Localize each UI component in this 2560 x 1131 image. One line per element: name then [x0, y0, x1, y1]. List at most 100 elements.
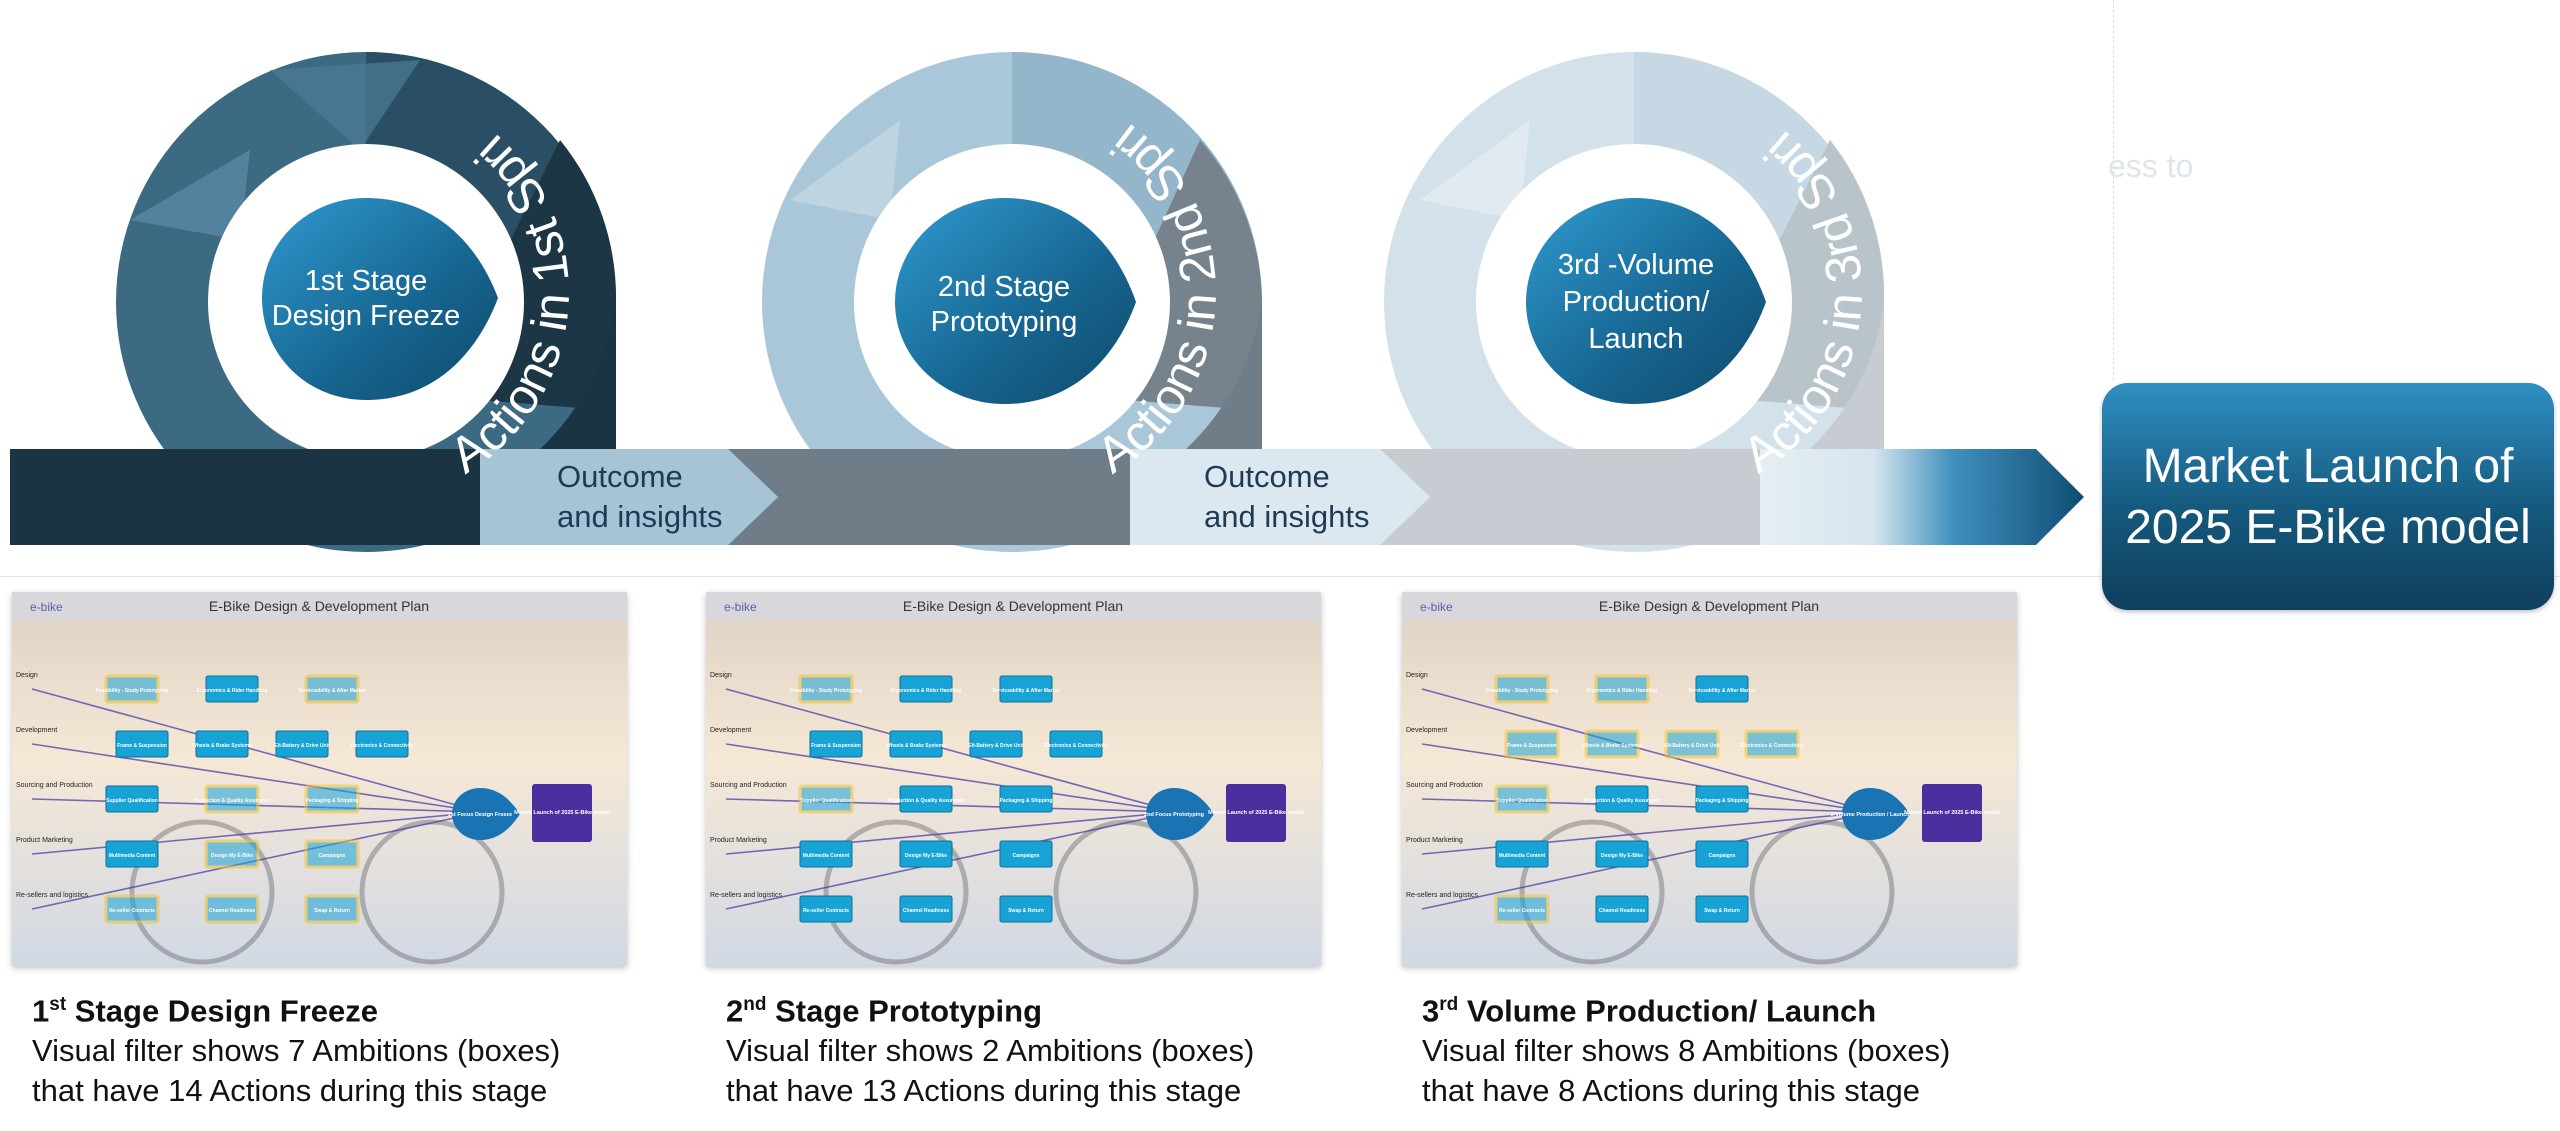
thumb-box: Swap & Return: [304, 894, 360, 924]
stage1-caption-title: 1st Stage Design Freeze: [32, 993, 378, 1029]
svg-text:Feasibility - Study Prototypin: Feasibility - Study Prototyping: [96, 688, 168, 694]
svg-text:Ergonomics & Rider Handling: Ergonomics & Rider Handling: [197, 688, 268, 694]
stage1-center-line1: 1st Stage: [305, 265, 428, 297]
thumb-header: [1402, 592, 2017, 620]
separator-line: [0, 576, 2560, 577]
thumb-market-box: [532, 784, 592, 842]
thumb-box: Swap & Return: [1695, 895, 1749, 923]
bike-wheel: [129, 819, 275, 965]
thumb-connector: [725, 743, 1177, 813]
thumb-box: Re-seller Contracts: [799, 895, 853, 923]
stage3-caption-line1: Visual filter shows 8 Ambitions (boxes): [1422, 1033, 1951, 1069]
thumb-box: Elt-Battery & Drive Unit: [274, 730, 330, 758]
thumb-box: Supplier Qualification: [105, 785, 159, 813]
thumb-row-label: Sourcing and Production: [16, 782, 93, 789]
svg-text:Feasibility - Study Prototypin: Feasibility - Study Prototyping: [1486, 688, 1558, 694]
thumb-market-box: [1226, 784, 1286, 842]
thumb-box: Wheels & Brake Systems: [886, 730, 946, 758]
thumb-row-label: Sourcing and Production: [710, 782, 787, 789]
thumb-box: Ergonomics & Rider Handling: [197, 675, 268, 703]
thumb-box: Feasibility - Study Prototyping: [96, 674, 168, 704]
thumb-box: Campaigns: [304, 839, 360, 869]
dashed-guide-line: [2113, 0, 2114, 380]
svg-text:Ergonomics & Rider Handling: Ergonomics & Rider Handling: [891, 688, 962, 694]
svg-text:Production & Quality Assurance: Production & Quality Assurance: [194, 798, 271, 804]
thumb-box: Swap & Return: [999, 895, 1053, 923]
outcome1-line2: and insights: [557, 499, 722, 534]
svg-text:Electronics & Connectivity: Electronics & Connectivity: [350, 743, 414, 749]
stage2-center-line2: Prototyping: [931, 306, 1078, 338]
svg-text:Production & Quality Assurance: Production & Quality Assurance: [888, 798, 965, 804]
thumb-connector: [31, 743, 483, 813]
outcome2-line1: Outcome: [1204, 459, 1330, 494]
stage1-caption-line1: Visual filter shows 7 Ambitions (boxes): [32, 1033, 561, 1069]
svg-text:Serviceability & After Market: Serviceability & After Market: [1688, 688, 1756, 694]
thumb-box: Multimedia Content: [105, 840, 159, 868]
thumb-market-label: Market Launch of 2025 E-Bike model: [514, 810, 610, 816]
svg-text:Multimedia Content: Multimedia Content: [1499, 853, 1546, 859]
svg-text:Elt-Battery & Drive Unit: Elt-Battery & Drive Unit: [968, 743, 1024, 749]
outcome1-line1: Outcome: [557, 459, 683, 494]
thumb-box: Packaging & Shipping: [1695, 785, 1749, 813]
svg-text:Campaigns: Campaigns: [1013, 853, 1040, 859]
svg-text:Electronics & Connectivity: Electronics & Connectivity: [1044, 743, 1108, 749]
thumb-market-box: [1922, 784, 1982, 842]
svg-text:Channel Readiness: Channel Readiness: [209, 908, 255, 914]
thumb-box: Serviceability & After Market: [1688, 675, 1756, 703]
thumb-box: Re-seller Contracts: [104, 894, 160, 924]
stage2-drop-shape: [895, 198, 1136, 404]
stage2-center-line1: 2nd Stage: [938, 271, 1070, 303]
thumb-box: Production & Quality Assurance: [888, 785, 965, 813]
thumb-focus-label: 1st Focus Design Freeze: [448, 812, 513, 818]
svg-text:Serviceability & After Market: Serviceability & After Market: [298, 688, 366, 694]
thumb-connector: [1421, 743, 1873, 813]
svg-text:Ergonomics & Rider Handling: Ergonomics & Rider Handling: [1587, 688, 1658, 694]
thumb-focus-drop: [452, 788, 520, 840]
thumb-box: Multimedia Content: [1495, 840, 1549, 868]
thumb-title: E-Bike Design & Development Plan: [903, 598, 1123, 614]
thumb-box: Channel Readiness: [204, 894, 260, 924]
bike-wheel: [1519, 819, 1665, 965]
thumb-box: Elt-Battery & Drive Unit: [1664, 729, 1720, 759]
stage2-caption-title: 2nd Stage Prototyping: [726, 993, 1043, 1029]
stage3-caption: 3rd Volume Production/ Launch Visual fil…: [1422, 985, 2062, 1111]
thumb-box: Re-seller Contracts: [1494, 894, 1550, 924]
outcome2-line2: and insights: [1204, 499, 1369, 534]
svg-text:Swap & Return: Swap & Return: [314, 908, 350, 914]
svg-text:Packaging & Shipping: Packaging & Shipping: [1696, 798, 1749, 804]
thumb-box: Campaigns: [1695, 840, 1749, 868]
thumb-row-label: Re-sellers and logistics: [16, 892, 88, 899]
stage3-cycle: [1384, 52, 1885, 552]
thumb-row-label: Product Marketing: [16, 837, 73, 844]
thumb-box: Channel Readiness: [899, 895, 953, 923]
svg-text:Campaigns: Campaigns: [319, 853, 346, 859]
svg-text:Serviceability & After Market: Serviceability & After Market: [992, 688, 1060, 694]
thumb-logo: e-bike: [30, 600, 63, 614]
thumb-row-label: Re-sellers and logistics: [1406, 892, 1478, 899]
market-launch-label: Market Launch of 2025 E-Bike model: [2125, 439, 2531, 554]
thumb-box: Production & Quality Assurance: [194, 784, 271, 814]
thumb-focus-drop: [1842, 788, 1910, 840]
thumb-row-label: Design: [1406, 672, 1428, 679]
thumb-box: Serviceability & After Market: [298, 674, 366, 704]
thumb-row-label: Design: [16, 672, 38, 679]
thumb-box: Campaigns: [999, 840, 1053, 868]
process-diagram: 1st Stage Design Freeze 2nd Stage Protot…: [10, 52, 2084, 552]
stage3-center-line1: 3rd -Volume: [1558, 249, 1714, 281]
faint-text: ess to: [2108, 148, 2194, 184]
svg-text:Re-seller Contracts: Re-seller Contracts: [109, 908, 155, 914]
thumb-header: [12, 592, 627, 620]
thumb-connector: [31, 688, 483, 813]
svg-text:Elt-Battery & Drive Unit: Elt-Battery & Drive Unit: [1664, 743, 1720, 749]
svg-text:Design My E-Bike: Design My E-Bike: [905, 853, 947, 859]
thumb-box: Design My E-Bike: [204, 839, 260, 869]
svg-text:Design My E-Bike: Design My E-Bike: [1601, 853, 1643, 859]
svg-text:Wheels & Brake Systems: Wheels & Brake Systems: [1582, 743, 1642, 749]
stage2-caption: 2nd Stage Prototyping Visual filter show…: [726, 985, 1366, 1111]
svg-text:Supplier Qualification: Supplier Qualification: [106, 798, 158, 804]
svg-text:Channel Readiness: Channel Readiness: [1599, 908, 1645, 914]
stage3-caption-title: 3rd Volume Production/ Launch: [1422, 993, 1877, 1029]
thumb-box: Ergonomics & Rider Handling: [1587, 674, 1658, 704]
thumb-box: Frame & Suspension: [115, 730, 169, 758]
